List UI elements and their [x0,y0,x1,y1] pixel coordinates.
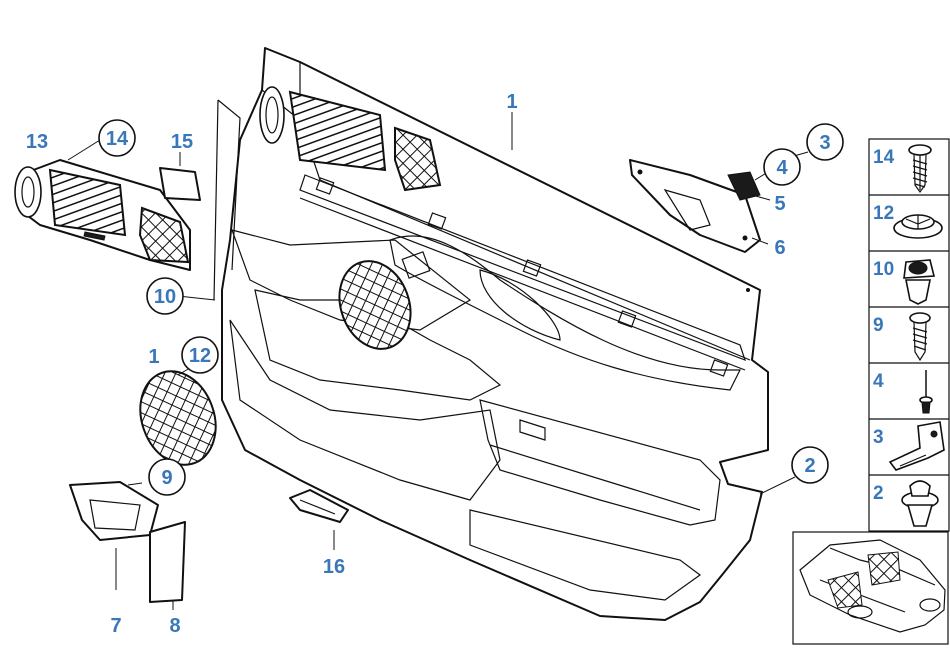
callout-5: 5 [774,193,785,215]
vehicle-location-thumbnail [792,531,949,645]
callout-7: 7 [110,615,121,637]
speaker-grille [139,370,217,466]
callout-15: 15 [171,131,193,153]
legend-num-9: 9 [873,315,884,336]
callout-labels: 1 2 3 4 5 6 7 8 9 10 1 12 13 14 15 16 [26,91,844,637]
air-vent-assembly [14,159,191,271]
legend-num-12: 12 [873,203,894,224]
door-trim-panel [213,47,769,621]
callout-circle-9 [148,458,186,496]
storage-tray [69,481,159,541]
callout-6: 6 [774,237,785,259]
clip-icon [901,480,939,527]
legend-num-10: 10 [873,259,894,280]
callout-circle-4 [763,148,801,186]
callout-1: 1 [506,91,517,113]
callout-circle-14 [98,119,136,157]
callout-16: 16 [323,556,345,578]
callout-12: 12 [189,345,211,367]
retaining-clip [727,171,761,201]
bracket-icon [888,421,945,471]
callout-circle-12 [181,336,219,374]
legend-num-3: 3 [873,427,884,448]
expanding-rivet-icon [893,214,943,239]
callout-9: 9 [161,467,172,489]
fastener-legend: 14 12 10 9 4 [868,138,950,532]
callout-circle-3 [806,123,844,161]
legend-num-4: 4 [873,371,884,392]
callout-10: 10 [154,286,176,308]
pin-icon [919,370,933,414]
callout-3: 3 [819,132,830,154]
screw-icon [909,312,931,362]
callout-4: 4 [776,157,788,179]
callout-circle-10 [146,277,184,315]
legend-num-2: 2 [873,483,884,504]
screw-icon [908,144,932,194]
callout-13: 13 [26,131,48,153]
legend-num-14: 14 [873,147,895,168]
callout-11: 1 [148,346,159,368]
cover-cap [159,167,201,201]
cover-plate [149,521,186,603]
callout-2: 2 [804,455,815,477]
mounting-bracket [629,159,761,253]
callout-circle-2 [791,446,829,484]
callout-14: 14 [106,128,129,150]
callout-8: 8 [169,615,180,637]
plastic-nut-icon [903,259,936,305]
